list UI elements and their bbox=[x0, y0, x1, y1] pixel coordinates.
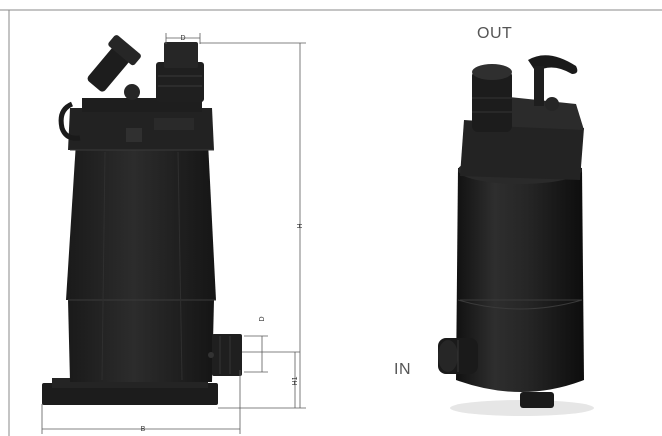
dimension-h1 bbox=[242, 351, 300, 408]
dim-label-b: B bbox=[141, 426, 146, 433]
dimension-h bbox=[200, 42, 306, 409]
pump-side-drawing bbox=[42, 35, 242, 405]
dimension-d-inlet bbox=[244, 335, 268, 373]
dimension-d-outlet bbox=[165, 33, 201, 44]
dim-label-h1: H1 bbox=[292, 376, 299, 385]
inlet-label: IN bbox=[394, 361, 411, 378]
dimension-b bbox=[41, 370, 241, 434]
dim-label-h: H bbox=[297, 223, 304, 228]
dim-label-d-outlet: D bbox=[180, 35, 185, 42]
pump-photo bbox=[438, 55, 594, 416]
outlet-label: OUT bbox=[477, 25, 513, 42]
dim-label-d-inlet: D bbox=[259, 316, 266, 321]
